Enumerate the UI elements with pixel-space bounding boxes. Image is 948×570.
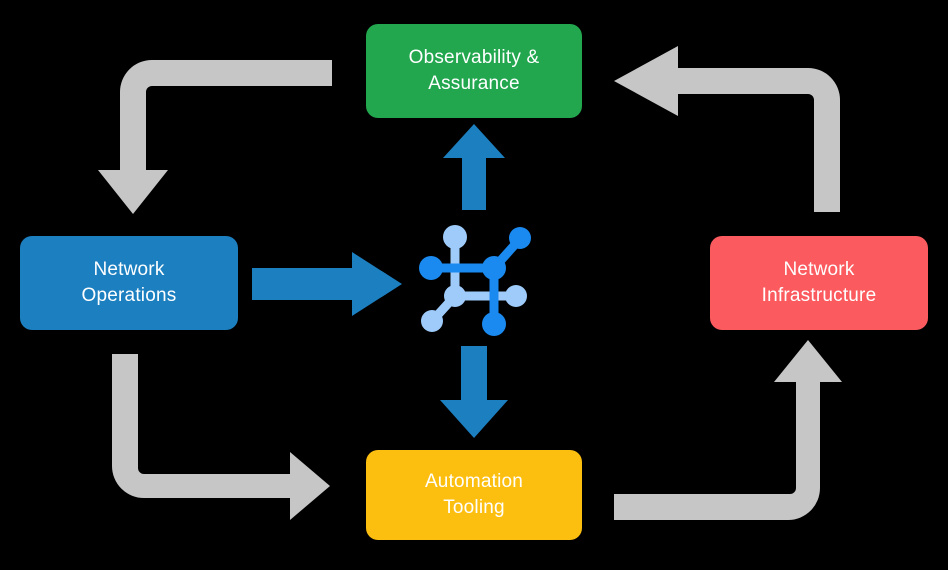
- box-network-operations-label: Network Operations: [81, 259, 177, 306]
- arrow-operations-to-automation: [112, 354, 330, 520]
- box-network-operations[interactable]: Network Operations: [20, 236, 238, 330]
- box-observability-label: Observability & Assurance: [408, 47, 540, 94]
- arrow-observability-to-operations: [98, 60, 332, 214]
- box-network-infrastructure-label: Network Infrastructure: [761, 259, 877, 306]
- arrow-automation-to-infrastructure: [614, 340, 842, 520]
- arrow-center-to-automation: [440, 346, 508, 438]
- box-network-infrastructure[interactable]: Network Infrastructure: [710, 236, 928, 330]
- box-automation-tooling[interactable]: Automation Tooling: [366, 450, 582, 540]
- box-automation-tooling-label: Automation Tooling: [424, 471, 524, 518]
- arrow-center-to-observability: [443, 124, 505, 210]
- arrow-infrastructure-to-observability: [614, 46, 840, 212]
- arrow-operations-to-center: [252, 252, 402, 316]
- network-topology-icon: [419, 225, 531, 336]
- box-observability[interactable]: Observability & Assurance: [366, 24, 582, 118]
